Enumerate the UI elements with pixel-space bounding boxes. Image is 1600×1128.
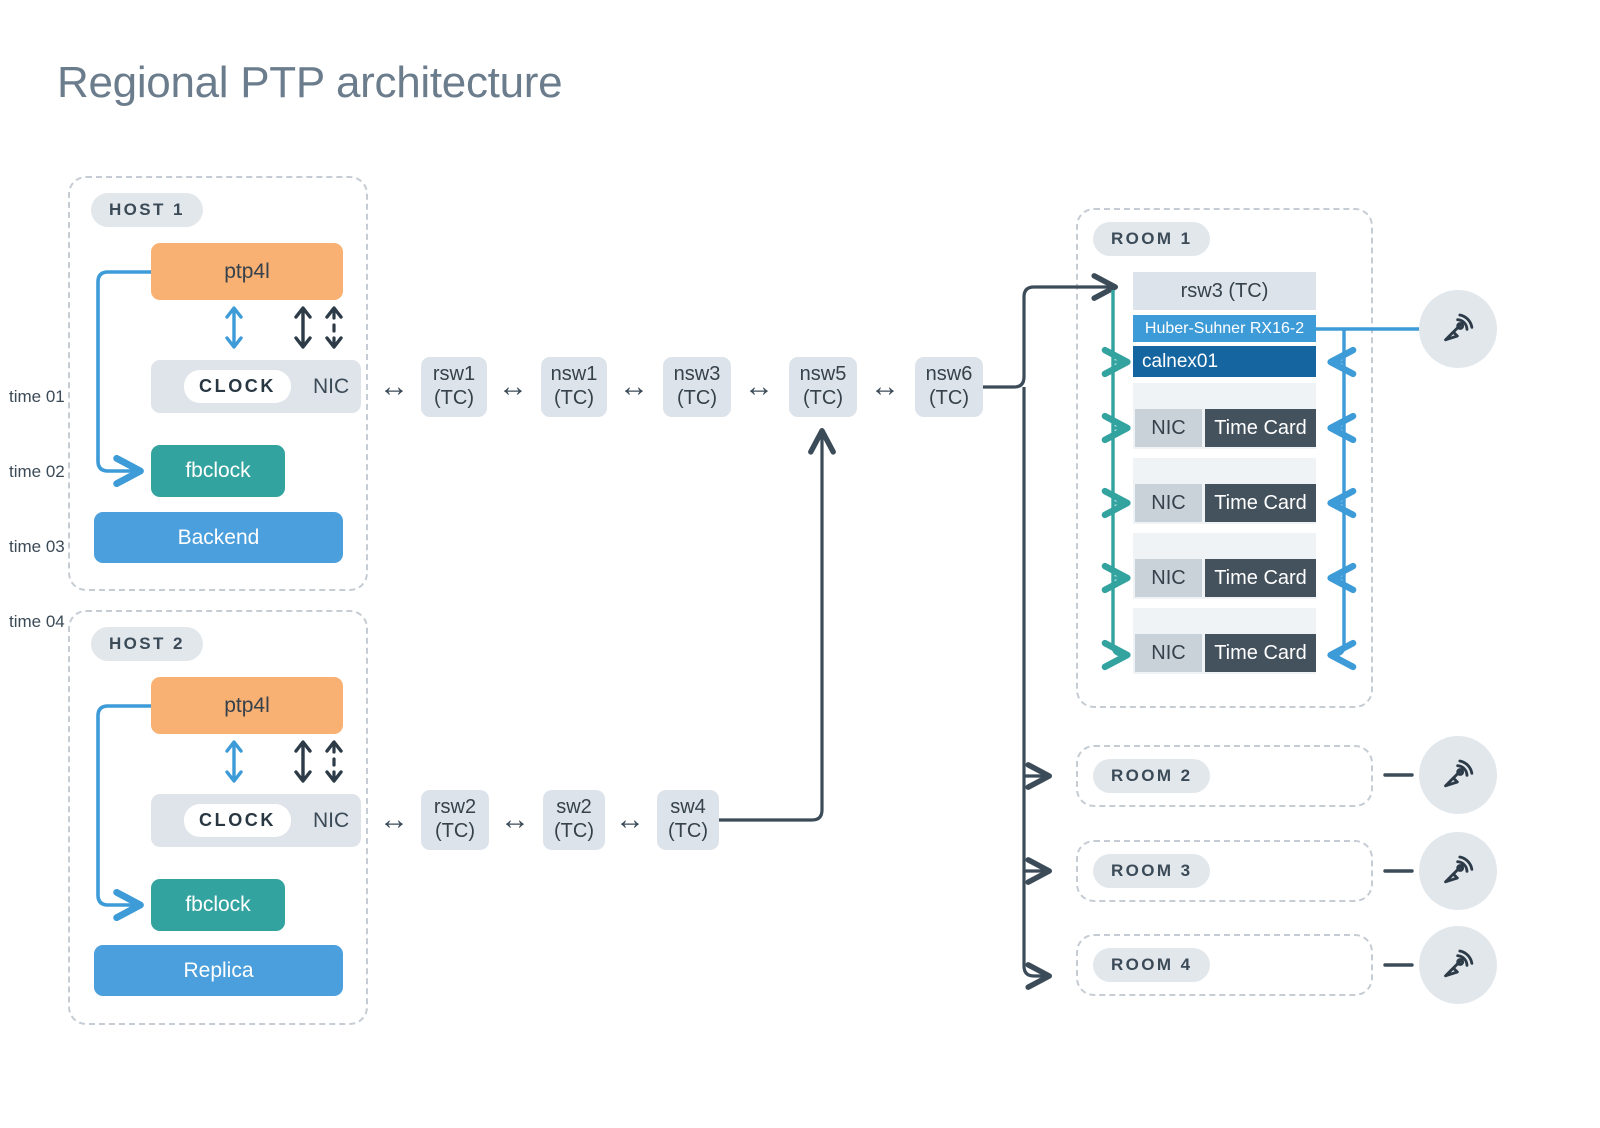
room-1-rsw3-row[interactable]: rsw3 (TC) [1133,272,1316,310]
switch-name: nsw3 [673,363,721,386]
time-server-nic[interactable]: NIC [1135,409,1202,447]
time-server-nic[interactable]: NIC [1135,559,1202,597]
gnss-antenna-icon [1444,759,1474,788]
switch-node-rsw1[interactable]: rsw1 (TC) [421,357,487,417]
gnss-antenna-icon [1444,313,1474,342]
room-1-badge: ROOM 1 [1093,222,1211,256]
host-1-role-block[interactable]: Backend [94,512,343,563]
switch-node-sw4[interactable]: sw4 (TC) [657,790,719,850]
switch-type: (TC) [435,820,475,842]
room-4-badge: ROOM 4 [1093,948,1211,982]
room-2-antenna[interactable] [1419,736,1497,814]
host-2-fbclock-block[interactable]: fbclock [151,879,285,931]
sw4-to-nsw5-wire [719,427,836,822]
switch-node-rsw2[interactable]: rsw2 (TC) [421,790,489,850]
host-2-nic-label: NIC [313,808,350,832]
switch-name: sw2 [556,796,592,819]
switch-node-sw2[interactable]: sw2 (TC) [543,790,605,850]
room-4-antenna[interactable] [1419,926,1497,1004]
room-1-antenna[interactable] [1419,290,1497,368]
time-server-card[interactable]: Time Card [1205,484,1316,522]
switch-name: nsw6 [925,363,973,386]
host-2-nic-bar[interactable]: CLOCK NIC [151,794,361,847]
room-3-antenna[interactable] [1419,832,1497,910]
switch-name: sw4 [670,796,706,819]
bidi-arrow-icon: ↔ [615,803,645,836]
gnss-antenna-icon [1444,855,1474,884]
switch-node-nsw3[interactable]: nsw3 (TC) [663,357,731,417]
time-server-label: time 04 [9,612,65,631]
switch-type: (TC) [668,820,708,842]
time-server-label: time 01 [9,387,65,406]
bidi-arrow-icon: ↔ [744,370,774,403]
page-title: Regional PTP architecture [57,58,563,107]
time-server-nic[interactable]: NIC [1135,484,1202,522]
bidi-arrow-icon: ↔ [379,370,409,403]
room-2-container [1076,745,1373,807]
switch-name: rsw2 [433,796,477,819]
bidi-arrow-icon: ↔ [379,803,409,836]
host-1-badge: HOST 1 [91,193,203,227]
room-1-container [1076,208,1373,708]
bidi-arrow-icon: ↔ [870,370,900,403]
switch-node-nsw1[interactable]: nsw1 (TC) [541,357,607,417]
room-3-badge: ROOM 3 [1093,854,1211,888]
time-server-card[interactable]: Time Card [1205,559,1316,597]
switch-type: (TC) [803,387,843,409]
room-1-splitter-row[interactable]: Huber-Suhner RX16-2 [1133,315,1316,342]
host-2-badge: HOST 2 [91,627,203,661]
bidi-arrow-icon: ↔ [619,370,649,403]
switch-name: rsw1 [432,363,476,386]
bidi-arrow-icon: ↔ [500,803,530,836]
switch-node-nsw6[interactable]: nsw6 (TC) [915,357,983,417]
host-2-clock-pill: CLOCK [184,804,291,837]
switch-type: (TC) [554,820,594,842]
time-server-card[interactable]: Time Card [1205,409,1316,447]
room-antenna-stubs [1383,773,1414,967]
time-server-label: time 02 [9,462,65,481]
host-2-ptp4l-block[interactable]: ptp4l [151,677,343,734]
host-1-nic-label: NIC [313,374,350,398]
room-2-badge: ROOM 2 [1093,759,1211,793]
time-server-card[interactable]: Time Card [1205,634,1316,672]
host-2-role-block[interactable]: Replica [94,945,343,996]
time-server-label: time 03 [9,537,65,556]
room-3-container [1076,840,1373,902]
switch-type: (TC) [929,387,969,409]
bidi-arrow-icon: ↔ [498,370,528,403]
host-1-clock-pill: CLOCK [184,370,291,403]
host-1-container [68,176,368,591]
switch-type: (TC) [677,387,717,409]
host-1-ptp4l-block[interactable]: ptp4l [151,243,343,300]
host-1-nic-bar[interactable]: CLOCK NIC [151,360,361,413]
host-2-container [68,610,368,1025]
switch-node-nsw5[interactable]: nsw5 (TC) [789,357,857,417]
switch-name: nsw1 [550,363,598,386]
room-1-calnex-row[interactable]: calnex01 [1133,346,1316,377]
switch-type: (TC) [434,387,474,409]
time-server-nic[interactable]: NIC [1135,634,1202,672]
room-4-container [1076,934,1373,996]
switch-type: (TC) [554,387,594,409]
switch-name: nsw5 [799,363,847,386]
gnss-antenna-icon [1444,949,1474,978]
host-1-fbclock-block[interactable]: fbclock [151,445,285,497]
